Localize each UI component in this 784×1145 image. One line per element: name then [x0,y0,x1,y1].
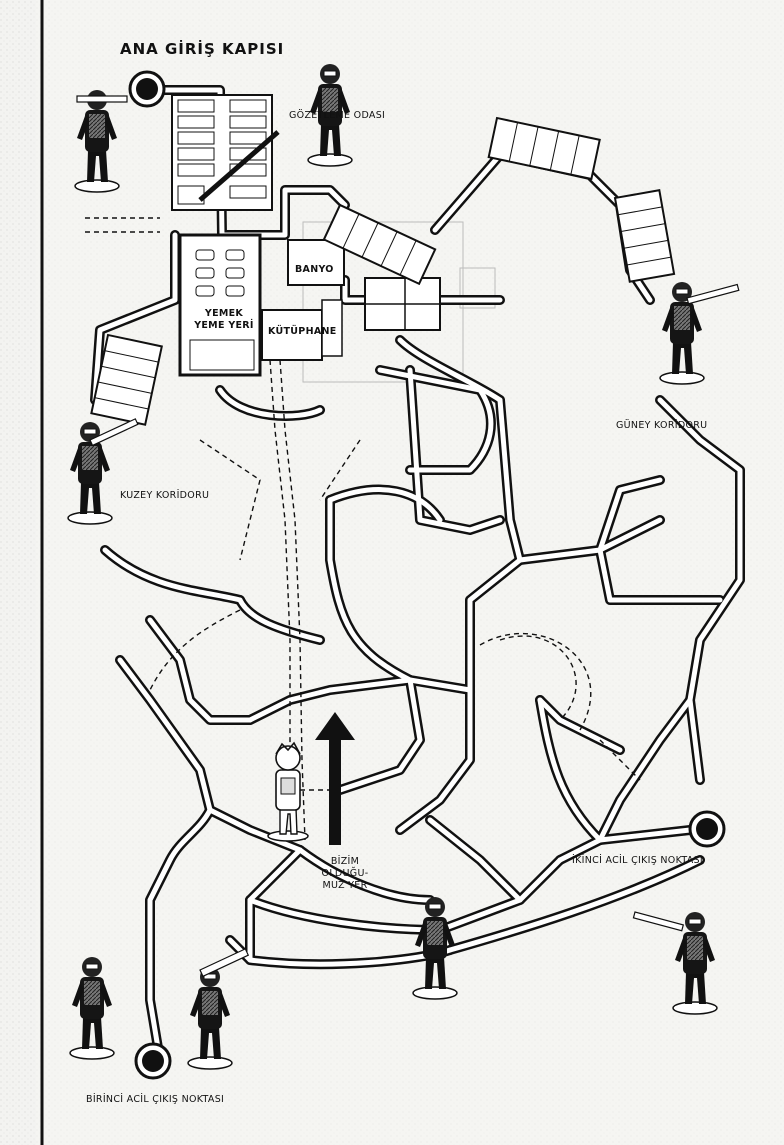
library-label: KÜTÜPHANE [268,326,337,337]
guard-figure-bottom-center [187,948,250,1070]
guard-figure-right [632,911,718,1015]
first-exit-label: BİRİNCİ ACİL ÇIKIŞ NOKTASI [86,1094,225,1105]
we-are-here-line2: OLDUĞU- [321,868,369,879]
north-corridor-label: KUZEY KORİDORU [120,490,210,501]
guard-figure-main-gate [74,89,128,193]
main-gate-label: ANA GİRİŞ KAPISI [120,40,285,58]
main-gate-marker-icon[interactable] [128,70,166,108]
dining-label-line2: YEME YERİ [194,320,254,331]
south-corridor-label: GÜNEY KORİDORU [616,420,708,431]
we-are-here-label: BİZİM OLDUĞU- MUZ YER [314,856,376,892]
guard-figure-north [67,418,139,525]
dining-label: YEMEK YEME YERİ [188,308,260,332]
direction-arrow-icon [315,712,355,845]
second-exit-label: İKİNCİ ACİL ÇIKIŞ NOKTASI [572,855,703,866]
first-exit-marker-icon[interactable] [134,1042,172,1080]
player-figure [267,741,309,842]
bathroom-label: BANYO [295,264,334,275]
second-exit-marker-icon[interactable] [688,810,726,848]
guard-figure-south [659,281,740,385]
we-are-here-line3: MUZ YER [322,880,368,891]
watch-room-label: GÖZETLEME ODASI [289,110,386,121]
building [90,94,676,426]
we-are-here-line1: BİZİM [330,856,360,867]
dining-label-line1: YEMEK [204,308,244,319]
corridor-network [90,85,745,1065]
